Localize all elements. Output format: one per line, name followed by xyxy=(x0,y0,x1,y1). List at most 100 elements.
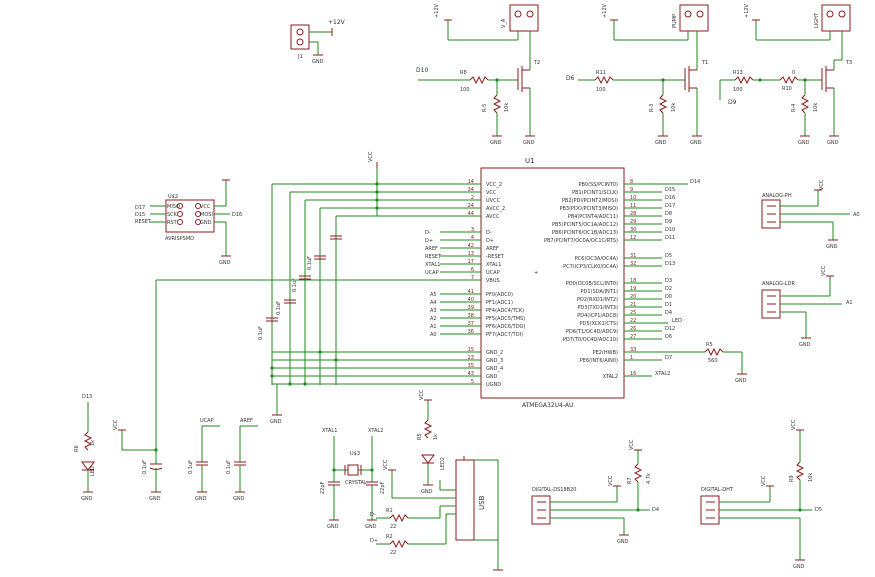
mcu-right-pin-name: PB4(PCINT4/ADC11) xyxy=(568,214,618,220)
crystal-net-xtal2: XTAL2 xyxy=(368,428,383,434)
net-xtal1: XTAL1 xyxy=(425,262,440,268)
usb-ref: USB xyxy=(478,495,486,510)
mcu-left-pin-num: 36 xyxy=(468,329,474,335)
net-a0: A0 xyxy=(430,332,437,338)
mcu-left-pin-num: 41 xyxy=(468,289,474,295)
net-a5: A5 xyxy=(430,292,437,298)
usb-vcc: VCC xyxy=(383,459,389,470)
net-d17: D17 xyxy=(665,203,675,209)
power-led-gnd: GND xyxy=(421,489,433,495)
mcu-left-pin-name: GND xyxy=(486,374,498,380)
mosfet-stage-t3: R13 100 R10 0 D9 GND R-4 10k GND T3 LIGH… xyxy=(719,3,852,146)
jack-j1: +12V GND J1 xyxy=(290,19,346,65)
mcu-part: ATMEGA32U4-AU xyxy=(522,402,573,409)
mcu-left-pin-num: 43 xyxy=(468,371,474,377)
mcu-right-pin-name: PD6(T1/OC4D/ADC9) xyxy=(566,329,618,335)
net-d7: D7 xyxy=(665,355,672,361)
dht-res-vcc: VCC xyxy=(791,419,797,430)
bottom-caps: VCC GND 0.1uF UCAP GND 0.1uF AREF GND 0.… xyxy=(113,418,258,502)
mcu-right-pin-num: 33 xyxy=(630,347,636,353)
dht-res-ref: R9 xyxy=(789,475,795,482)
t1-gate-res-ref: R11 xyxy=(596,70,606,76)
mcu-right-pin-num: 32 xyxy=(630,261,636,267)
mcu-right-pin-name: PD3(TXD1/INT3) xyxy=(577,305,618,311)
net-d12: D12 xyxy=(665,326,675,332)
led13-gnd: GND xyxy=(81,496,93,502)
mcu-left-pin-name: AREF xyxy=(486,246,499,252)
led13-res-val: 1k xyxy=(90,440,96,446)
net-ucap: UCAP xyxy=(425,270,439,276)
mosfet-stage-t2: D10 R8 100 GND R-5 10k GND T2 V_A +12V xyxy=(416,3,540,146)
analog-ph-connector: ANALOG-PH VCC A0 GND xyxy=(761,179,860,250)
mcu-left-pin-num: 5 xyxy=(471,379,474,385)
net-d1: D1 xyxy=(665,302,672,308)
analog-ldr-vcc: VCC xyxy=(821,265,827,276)
mcu-right-pin-num: 11 xyxy=(630,203,636,209)
isp-pin-mosi: MOSI xyxy=(200,212,213,218)
power-led-res-ref: R5 xyxy=(417,433,423,440)
t3-extra-res-val: 0 xyxy=(792,70,795,76)
mcu-left-pin-num: 39 xyxy=(468,305,474,311)
cap1-gnd: GND xyxy=(149,496,161,502)
mcu-right-pin-name: PD4(ICP1/ADC8) xyxy=(577,313,618,319)
isp-ref: U$2 xyxy=(168,194,178,200)
t2-pulldown-ref: R-5 xyxy=(482,104,488,112)
t1-connector-label: PUMP xyxy=(672,14,678,28)
cap-aref-gnd: GND xyxy=(233,496,245,502)
net-xtal2: XTAL2 xyxy=(655,371,670,377)
net-d0: D0 xyxy=(665,294,672,300)
ds18b20-res-ref: R7 xyxy=(627,477,633,484)
mcu-right-pin-name: PD7(T0/OC4D/ADC10) xyxy=(563,337,618,343)
t2-ref: T2 xyxy=(533,60,540,66)
net-dminus: D- xyxy=(425,230,431,236)
t3-connector-label: LIGHT xyxy=(814,12,820,28)
t3-net-label: D9 xyxy=(728,99,737,106)
mcu-right-pins: PB0(SS/PCINT0)8PB1(PCINT1/SCLK)9PB2(PDI/… xyxy=(544,179,636,380)
net-a2: A2 xyxy=(430,316,437,322)
mcu-left-pin-name: PF1(ADC1) xyxy=(486,300,513,306)
cap-ucap-gnd: GND xyxy=(195,496,207,502)
net-reset: RESET xyxy=(425,254,442,260)
net-a3: A3 xyxy=(430,308,437,314)
crystal-ref: U$3 xyxy=(350,451,360,457)
mcu-right-pin-name: PC6(OC3A/OC4A) xyxy=(575,256,618,262)
mcu-left-pin-num: 23 xyxy=(468,355,474,361)
net-d10: D10 xyxy=(665,227,675,233)
mcu-left-pin-name: PF6(ADC6/TDO) xyxy=(486,324,525,330)
t2-source-gnd: GND xyxy=(523,140,535,146)
r560-gnd: GND xyxy=(735,378,747,384)
led-d13: D13 R6 1k LED GND xyxy=(74,394,96,502)
analog-ph-net: A0 xyxy=(853,212,860,218)
mcu-left-pin-num: 17 xyxy=(468,259,474,265)
cap-vcc-label: VCC xyxy=(113,419,119,430)
usb-res-a-ref: R1 xyxy=(386,508,393,514)
crystal-cap1-gnd: GND xyxy=(327,524,339,530)
mcu-left-pin-name: XTAL1 xyxy=(486,262,501,268)
mcu-left-pin-name: AVCC xyxy=(486,214,500,220)
ds18b20-net: D4 xyxy=(652,507,659,513)
mcu-right-pin-num: 12 xyxy=(630,235,636,241)
net-d16: D16 xyxy=(665,195,675,201)
mcu-u1: U1 ATMEGA32U4-AU + VCC_214VCC34UVCC2AVCC… xyxy=(468,157,637,409)
t3-gate-res-ref: R13 xyxy=(733,70,743,76)
analog-ph-name: ANALOG-PH xyxy=(762,193,792,199)
cap-aref-val: 0.1uF xyxy=(226,460,232,474)
dht-vcc: VCC xyxy=(761,475,767,486)
mcu-right-pin-name: PE6(INT6/AIN0) xyxy=(580,358,618,364)
net-d3: D3 xyxy=(665,278,672,284)
isp-net-reset: RESET xyxy=(135,219,152,225)
isp-pin-sck: SCK xyxy=(167,212,178,218)
isp-pin-rst: RST xyxy=(167,220,178,226)
digital-ds18b20-connector: DIGITAL-DS18B20 VCC D4 VCC R7 4.7k GND xyxy=(531,439,659,545)
mcu-right-pin-num: 8 xyxy=(630,179,633,185)
mcu-left-pin-name: VCC xyxy=(486,190,497,196)
mcu-left-pin-name: GND_2 xyxy=(486,350,503,356)
isp-pin-gnd: GND xyxy=(200,220,212,226)
ucap-label: UCAP xyxy=(200,418,214,424)
net-d11: D11 xyxy=(665,235,675,241)
net-a1: A1 xyxy=(430,324,437,330)
mcu-right-pin-num: 20 xyxy=(630,294,636,300)
dht-net: D5 xyxy=(815,507,822,513)
mcu-right-pin-num: 22 xyxy=(630,318,636,324)
mcu-right-pin-num: 27 xyxy=(630,334,636,340)
